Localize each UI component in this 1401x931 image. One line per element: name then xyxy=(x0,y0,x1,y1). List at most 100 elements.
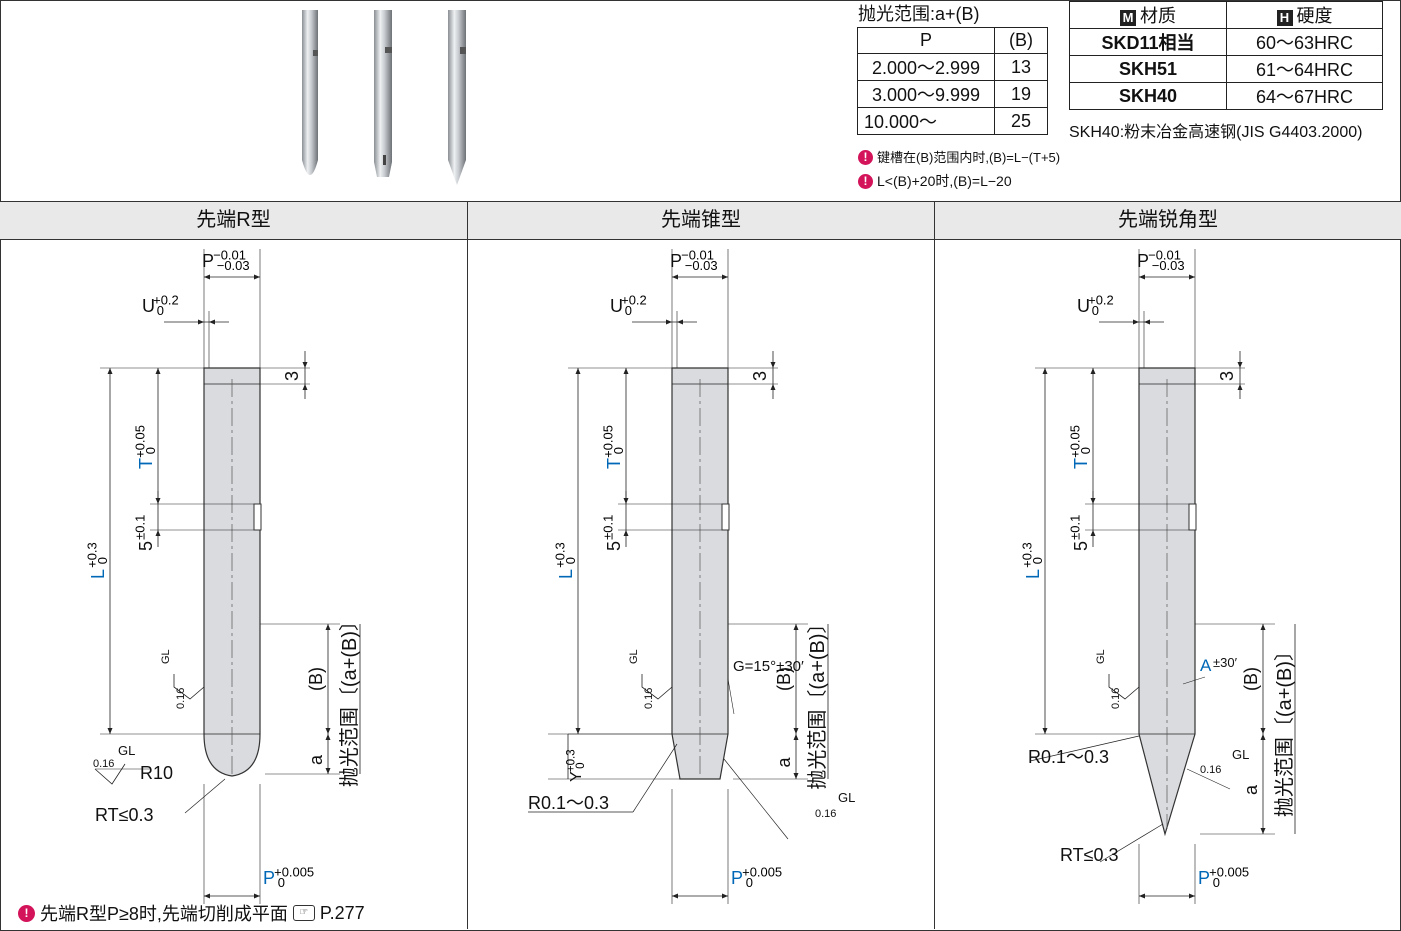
arrowhead xyxy=(204,893,210,899)
product-photos xyxy=(302,10,466,185)
t-dimension-upper: +0.05 xyxy=(600,425,615,458)
p-bottom-dimension-lower: 0 xyxy=(278,875,285,890)
table-cell: 3.000～9.999 xyxy=(857,80,995,108)
l-dimension-lower: 0 xyxy=(563,557,578,564)
p-bottom-dimension-symbol: P xyxy=(263,868,275,888)
gl-label: GL xyxy=(628,649,640,664)
pin-body xyxy=(203,367,261,777)
arrowhead xyxy=(1144,319,1150,325)
t-dimension: T+0.050 xyxy=(600,425,626,469)
arrowhead xyxy=(1237,362,1243,368)
polish-range-table: P (B) 2.000～2.999 13 3.000～9.999 19 10.0… xyxy=(857,27,1048,135)
arrowhead xyxy=(623,368,629,374)
arrowhead xyxy=(575,728,581,734)
arrowhead xyxy=(1260,828,1266,834)
p-top-dimension-upper: −0.01 xyxy=(681,247,714,262)
u-dimension: U+0.20 xyxy=(1077,292,1114,318)
a-label: a xyxy=(774,757,794,768)
u-dimension-symbol: U xyxy=(1077,296,1090,316)
note-item: ! 键槽在(B)范围内时,(B)=L−(T+5) xyxy=(858,145,1060,169)
arrowhead xyxy=(209,319,215,325)
table-cell: 60～63HRC xyxy=(1226,28,1383,56)
arrowhead xyxy=(623,530,629,536)
roughness-value: 0.16 xyxy=(175,688,187,709)
dim-5: 5±0.1 xyxy=(1067,515,1091,551)
arrowhead xyxy=(325,768,331,774)
rt-label: RT≤0.3 xyxy=(95,805,154,825)
leader-line xyxy=(727,678,735,715)
u-dimension-upper: +0.2 xyxy=(153,292,179,307)
arrowhead xyxy=(1139,274,1145,280)
arrowhead xyxy=(198,319,204,325)
material-icon: M xyxy=(1120,10,1136,26)
arrowhead xyxy=(1133,319,1139,325)
arrowhead xyxy=(1237,384,1243,390)
arrowhead xyxy=(1260,728,1266,734)
hardness-icon: H xyxy=(1276,10,1293,26)
table-cell: 61～64HRC xyxy=(1226,55,1383,83)
l-dimension: L+0.30 xyxy=(552,542,578,579)
p-bottom-dimension-lower: 0 xyxy=(1213,875,1220,890)
arrowhead xyxy=(793,624,799,630)
arrowhead xyxy=(722,274,728,280)
polish-range-title: 抛光范围:a+(B) xyxy=(858,4,980,24)
dim-5-symbol: 5 xyxy=(1071,541,1091,551)
p-top-dimension: P−0.01−0.03 xyxy=(670,247,718,273)
arrowhead xyxy=(1139,893,1145,899)
y-dimension-symbol: Y xyxy=(568,771,585,782)
table-row: 2.000～2.999 13 xyxy=(857,53,1048,81)
leader-line xyxy=(184,778,226,814)
arrowhead xyxy=(254,893,260,899)
u-dimension-symbol: U xyxy=(610,296,623,316)
a-label: a xyxy=(1241,784,1261,795)
u-dimension-lower: 0 xyxy=(625,303,632,318)
arrowhead xyxy=(204,274,210,280)
u-dimension-lower: 0 xyxy=(1092,303,1099,318)
note-item: ! L<(B)+20时,(B)=L−20 xyxy=(858,169,1060,193)
l-dimension-upper: +0.3 xyxy=(1019,542,1034,568)
leader-line xyxy=(1099,823,1164,863)
panel-divider xyxy=(467,201,468,929)
arrowhead xyxy=(770,384,776,390)
roughness-value: 0.16 xyxy=(1110,688,1122,709)
arrowhead xyxy=(793,728,799,734)
arrowhead xyxy=(575,368,581,374)
dim-3-label: 3 xyxy=(1217,371,1237,381)
p-bottom-dimension-symbol: P xyxy=(731,868,743,888)
g-angle-label: G=15°±30′ xyxy=(733,658,804,675)
u-dimension-symbol: U xyxy=(142,296,155,316)
polish-notes: ! 键槽在(B)范围内时,(B)=L−(T+5) ! L<(B)+20时,(B)… xyxy=(858,145,1060,193)
note-text: 键槽在(B)范围内时,(B)=L−(T+5) xyxy=(877,149,1061,165)
pin-body xyxy=(1138,367,1196,837)
leader-line xyxy=(632,743,678,813)
gl-label: GL xyxy=(160,649,172,664)
u-dimension-lower: 0 xyxy=(157,303,164,318)
t-dimension-symbol: T xyxy=(604,458,624,469)
arrowhead xyxy=(107,368,113,374)
dim-5: 5±0.1 xyxy=(600,515,624,551)
polish-range-label: 抛光范围〔(a+(B)〕 xyxy=(806,613,829,789)
dim-5: 5±0.1 xyxy=(132,515,156,551)
l-dimension: L+0.30 xyxy=(1019,542,1045,579)
dim-5-symbol: 5 xyxy=(604,541,624,551)
tip-radius-label: R10 xyxy=(140,763,173,783)
l-dimension-symbol: L xyxy=(556,569,576,579)
leader-line xyxy=(723,758,789,840)
angle-tolerance: ±30′ xyxy=(1213,655,1238,670)
p-top-dimension-symbol: P xyxy=(670,251,682,271)
t-dimension-symbol: T xyxy=(1071,458,1091,469)
u-dimension-upper: +0.2 xyxy=(621,292,647,307)
key-slot xyxy=(253,503,262,531)
pin-photo-sharp-type xyxy=(448,10,466,185)
roughness-tip-symbol xyxy=(94,763,126,785)
roughness-symbol xyxy=(1108,674,1140,700)
arrowhead xyxy=(325,728,331,734)
u-dimension-upper: +0.2 xyxy=(1088,292,1114,307)
b-label: (B) xyxy=(774,667,794,691)
arrowhead xyxy=(672,893,678,899)
page-ref-icon: ☞ xyxy=(292,905,315,921)
arrowhead xyxy=(1189,274,1195,280)
p-bottom-dimension-lower: 0 xyxy=(746,875,753,890)
panel-title-cone-type: 先端锥型 xyxy=(468,201,934,240)
bottom-note-ref[interactable]: P.277 xyxy=(319,902,365,923)
